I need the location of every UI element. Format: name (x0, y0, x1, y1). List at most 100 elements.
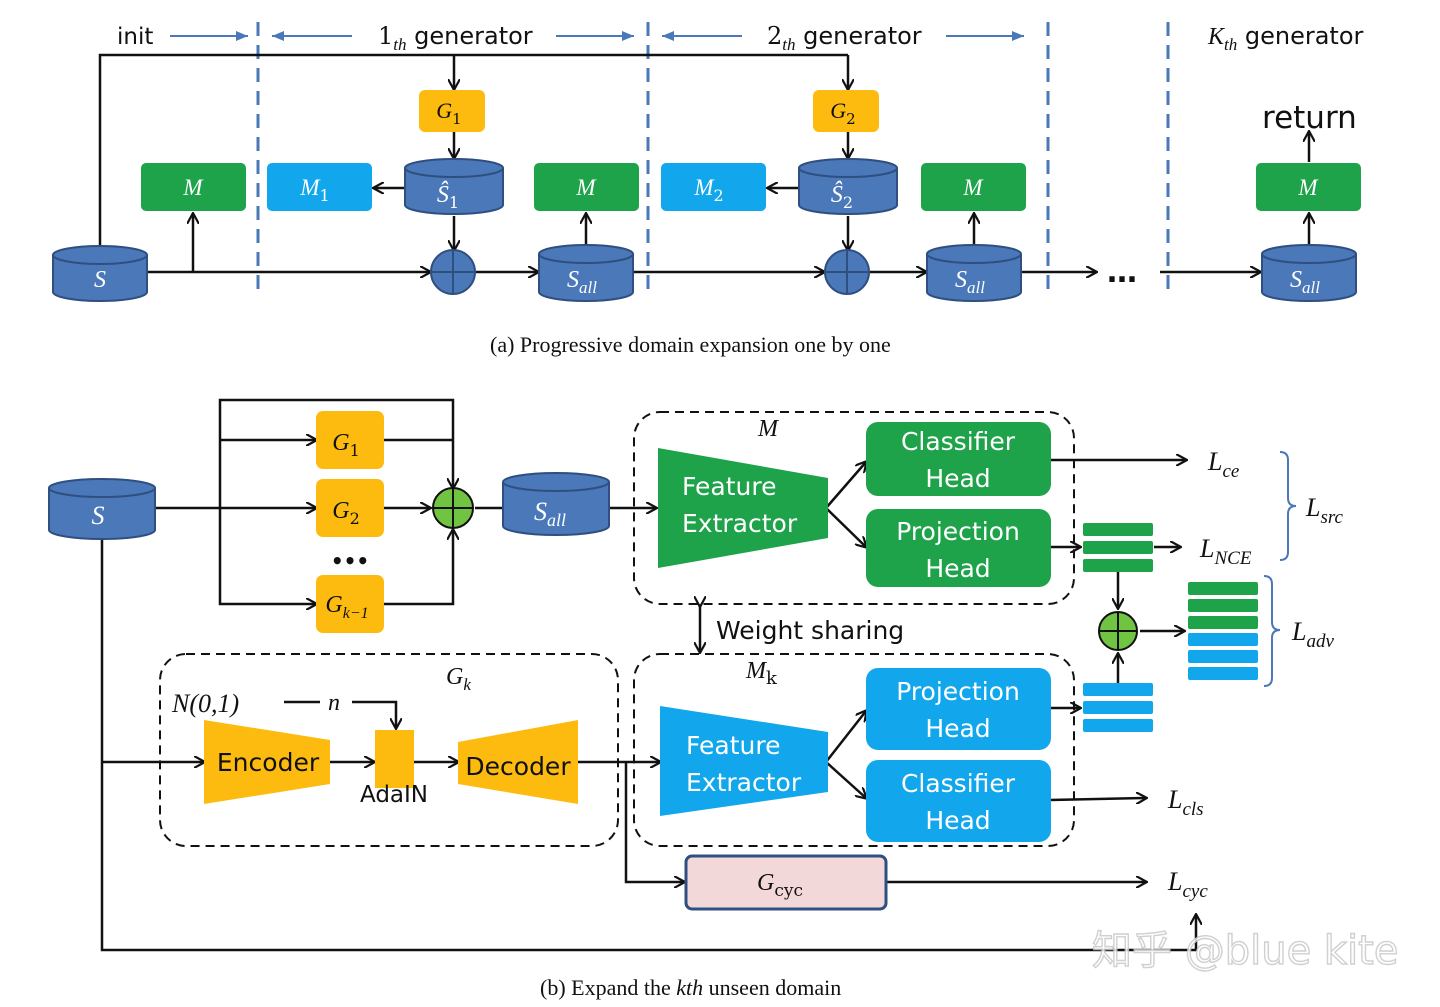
gen1-header: 1th generator (378, 22, 533, 54)
gen2-header: 2th generator (767, 22, 922, 54)
group-m (633, 411, 1075, 605)
label-mk: Mk (745, 658, 778, 689)
ellipsis-a: … (1107, 255, 1137, 290)
edge-gk1-sum (384, 530, 453, 606)
svg-text:Sall: Sall (534, 497, 566, 530)
svg-text:Head: Head (925, 714, 990, 743)
svg-text:G1: G1 (436, 98, 461, 128)
edge-fe-proj (825, 507, 866, 547)
svg-text:M: M (575, 175, 597, 200)
db-sall-b: Sall (502, 472, 610, 536)
svg-text:Extractor: Extractor (686, 768, 802, 797)
classifier-head-mk: Classifier Head (866, 760, 1051, 842)
ellipsis-b: ••• (331, 549, 369, 573)
edge-dec-gcyc (624, 762, 684, 882)
svg-text:Sall: Sall (567, 267, 597, 297)
edge-n-adain (352, 700, 396, 728)
svg-text:Feature: Feature (686, 731, 780, 760)
encoder-block: Encoder (204, 720, 330, 804)
sum-node-b2 (1098, 611, 1138, 651)
svg-text:M1: M1 (299, 175, 329, 205)
sum-node-a2 (824, 249, 870, 295)
gen-box-b-g1: G1 (316, 411, 384, 469)
svg-text:Projection: Projection (896, 677, 1020, 706)
weight-sharing-label: Weight sharing (716, 616, 904, 645)
classifier-head-m: Classifier Head (866, 422, 1051, 496)
label-gk: Gk (446, 664, 471, 694)
loss-ce: Lce (1207, 447, 1239, 482)
feature-extractor-mk: Feature Extractor (660, 706, 828, 816)
part-b: S G1 G2 ••• Gk−1 Sall M (48, 398, 1344, 1000)
svg-text:M: M (182, 175, 204, 200)
svg-text:Sall: Sall (1290, 267, 1320, 297)
loss-nce: LNCE (1199, 534, 1252, 569)
svg-text:Ŝ2: Ŝ2 (831, 181, 853, 212)
projection-head-m: Projection Head (866, 509, 1051, 587)
watermark-text: 知乎 @blue kite (1092, 928, 1398, 974)
svg-text:Sall: Sall (955, 267, 985, 297)
decoder-block: Decoder (458, 720, 578, 804)
loss-cls: Lcls (1167, 785, 1204, 820)
svg-text:Classifier: Classifier (901, 427, 1016, 456)
edge-fek-proj (825, 711, 866, 763)
gcyc-block: Gcyc (684, 854, 888, 911)
sum-node-a1 (430, 249, 476, 295)
gen-box-g1: G1 (419, 90, 485, 132)
svg-text:Extractor: Extractor (682, 509, 798, 538)
projection-head-mk: Projection Head (866, 668, 1051, 750)
loss-cyc: Lcyc (1167, 867, 1208, 902)
svg-text:M: M (1297, 175, 1319, 200)
group-mk (633, 653, 1075, 847)
svg-text:S: S (94, 267, 106, 293)
label-m: M (757, 416, 780, 442)
brace-adv (1263, 575, 1281, 687)
gen-box-g2: G2 (813, 90, 879, 132)
model-box-m0: M (141, 163, 246, 211)
part-a: init 1th generator 2th generator Kth gen… (52, 22, 1364, 357)
svg-text:Feature: Feature (682, 472, 776, 501)
db-sall-2: Sall (926, 244, 1022, 302)
init-label: init (117, 24, 153, 50)
edge-s-lcyc (100, 540, 1196, 952)
caption-a: (a) Progressive domain expansion one by … (490, 332, 891, 357)
svg-text:G2: G2 (332, 498, 360, 528)
gen-box-b-gk1: Gk−1 (316, 575, 384, 633)
db-s-a: S (52, 245, 148, 302)
model-box-m2: M2 (661, 163, 766, 211)
svg-text:Head: Head (925, 806, 990, 835)
model-box-m-a1: M (534, 163, 639, 211)
part-b-edges (100, 398, 1196, 952)
edge-s-bypass (218, 398, 453, 508)
sum-node-b1 (432, 487, 474, 529)
svg-text:S: S (92, 501, 105, 530)
feature-bars-cyan (1083, 683, 1153, 732)
svg-text:M: M (962, 175, 984, 200)
adain-block: AdaIN (360, 730, 428, 808)
edge-fe-cls (825, 462, 866, 509)
edge-s-gk1 (218, 508, 316, 604)
part-a-edges (98, 53, 1309, 272)
model-box-m1: M1 (267, 163, 372, 211)
genk-header: Kth generator (1207, 22, 1364, 54)
model-box-m-k: M (1256, 163, 1361, 211)
svg-text:Head: Head (925, 464, 990, 493)
db-s-b: S (48, 478, 156, 540)
stage-separators (256, 22, 1170, 295)
svg-text:Encoder: Encoder (217, 748, 320, 777)
noise-n-label: n (328, 690, 340, 716)
svg-text:M2: M2 (693, 175, 723, 205)
noise-label: N(0,1) (171, 689, 239, 718)
svg-text:Ŝ1: Ŝ1 (437, 181, 459, 212)
caption-b: (b) Expand the kth unseen domain (540, 975, 841, 1000)
feature-extractor-m: Feature Extractor (658, 448, 828, 568)
db-s2-hat: Ŝ2 (798, 158, 898, 215)
svg-text:G2: G2 (830, 98, 855, 128)
db-s1-hat: Ŝ1 (404, 158, 504, 215)
edge-s-top (98, 53, 848, 248)
edge-clsk-lcls (1049, 798, 1146, 800)
group-gk (159, 653, 619, 847)
svg-text:Gk−1: Gk−1 (325, 592, 368, 622)
svg-text:Decoder: Decoder (465, 752, 571, 781)
svg-text:Classifier: Classifier (901, 769, 1016, 798)
